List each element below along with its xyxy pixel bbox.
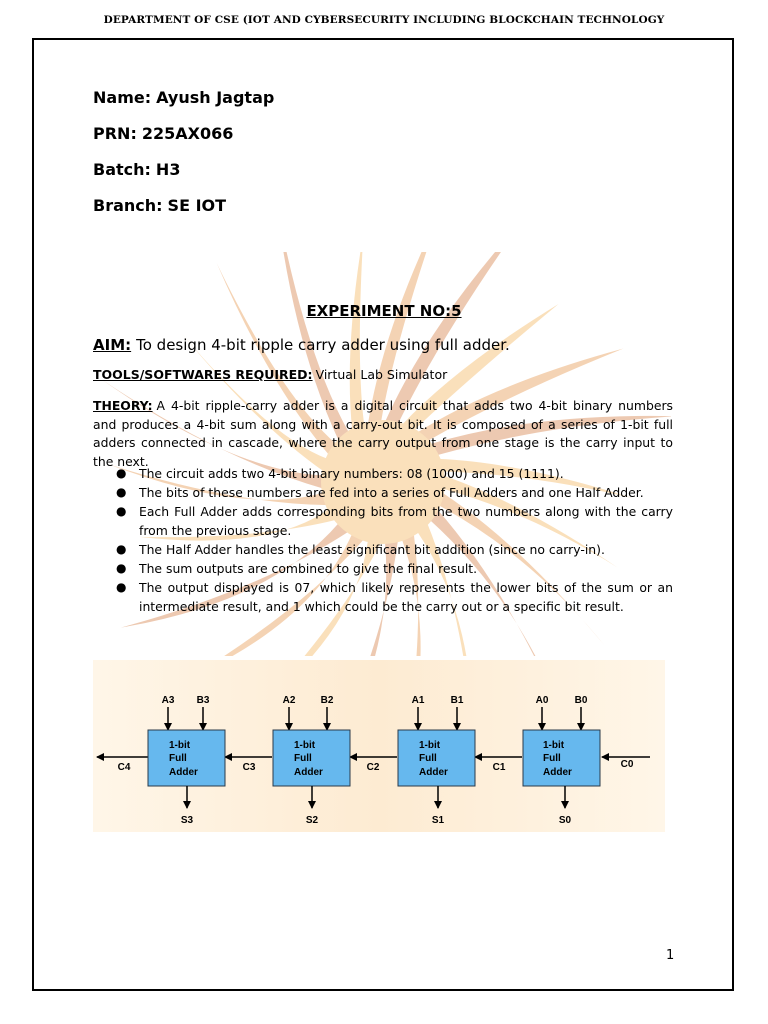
bullet-dot-icon: ● — [116, 561, 127, 575]
batch-label: Batch: — [93, 160, 151, 179]
batch-value: H3 — [155, 160, 181, 179]
bullet-item: ● The output displayed is 07, which likel… — [93, 578, 673, 616]
student-batch: Batch:H3 — [93, 160, 180, 179]
sum-label-s1: S1 — [432, 815, 445, 826]
adder-circuit-svg: C0 C1 C2 C3 C4 A3 B3 1-bit Full Adder S3… — [93, 660, 665, 832]
block-line3: Adder — [169, 767, 198, 778]
carry-label-c3: C3 — [243, 762, 256, 773]
bullet-item: ● Each Full Adder adds corresponding bits… — [93, 502, 673, 540]
input-label-b3: B3 — [197, 695, 210, 706]
bullet-dot-icon: ● — [116, 542, 127, 556]
input-label-a2: A2 — [283, 695, 296, 706]
ripple-carry-adder-diagram: C0 C1 C2 C3 C4 A3 B3 1-bit Full Adder S3… — [93, 660, 665, 832]
theory-label: THEORY: — [93, 398, 153, 413]
block-line1: 1-bit — [294, 740, 316, 751]
bullet-item: ● The sum outputs are combined to give th… — [93, 559, 673, 578]
page-border — [32, 38, 734, 991]
block-line3: Adder — [543, 767, 572, 778]
aim-text: To design 4-bit ripple carry adder using… — [136, 336, 510, 354]
sum-label-s2: S2 — [306, 815, 319, 826]
carry-label-c0: C0 — [621, 759, 634, 770]
bullet-dot-icon: ● — [116, 485, 127, 499]
input-label-a1: A1 — [412, 695, 425, 706]
bullet-text: The circuit adds two 4-bit binary number… — [139, 466, 564, 481]
input-label-b1: B1 — [451, 695, 464, 706]
full-adder-block-2: A2 B2 1-bit Full Adder S2 — [272, 695, 351, 826]
bullet-dot-icon: ● — [116, 580, 127, 594]
bullet-dot-icon: ● — [116, 466, 127, 480]
name-value: Ayush Jagtap — [156, 88, 275, 107]
aim-line: AIM:To design 4-bit ripple carry adder u… — [93, 336, 510, 354]
block-line1: 1-bit — [169, 740, 191, 751]
branch-value: SE IOT — [167, 196, 227, 215]
sum-label-s0: S0 — [559, 815, 572, 826]
bullet-item: ● The Half Adder handles the least signif… — [93, 540, 673, 559]
carry-label-c4: C4 — [118, 762, 131, 773]
tools-line: TOOLS/SOFTWARES REQUIRED:Virtual Lab Sim… — [93, 367, 447, 382]
prn-label: PRN: — [93, 124, 137, 143]
aim-label: AIM: — [93, 336, 132, 354]
full-adder-block-0: A0 B0 1-bit Full Adder S0 — [522, 695, 601, 826]
branch-label: Branch: — [93, 196, 163, 215]
block-line2: Full — [543, 753, 561, 764]
carry-label-c2: C2 — [367, 762, 380, 773]
full-adder-block-3: A3 B3 1-bit Full Adder S3 — [147, 695, 226, 826]
sum-label-s3: S3 — [181, 815, 194, 826]
department-header: DEPARTMENT OF CSE (IOT AND CYBERSECURITY… — [103, 14, 665, 26]
full-adder-box — [397, 729, 476, 787]
theory-bullet-list: ● The circuit adds two 4-bit binary numbe… — [93, 464, 673, 616]
page-number: 1 — [666, 948, 675, 963]
bullet-text: The sum outputs are combined to give the… — [139, 561, 478, 576]
block-line1: 1-bit — [543, 740, 565, 751]
bullet-text: The bits of these numbers are fed into a… — [139, 485, 644, 500]
experiment-title: EXPERIMENT NO:5 — [306, 302, 462, 320]
input-label-b2: B2 — [321, 695, 334, 706]
full-adder-block-1: A1 B1 1-bit Full Adder S1 — [397, 695, 476, 826]
full-adder-box — [272, 729, 351, 787]
bullet-text: The Half Adder handles the least signifi… — [139, 542, 605, 557]
student-name: Name:Ayush Jagtap — [93, 88, 274, 107]
input-label-b0: B0 — [575, 695, 588, 706]
block-line2: Full — [169, 753, 187, 764]
name-label: Name: — [93, 88, 152, 107]
input-label-a3: A3 — [162, 695, 175, 706]
student-branch: Branch:SE IOT — [93, 196, 226, 215]
carry-label-c1: C1 — [493, 762, 506, 773]
bullet-dot-icon: ● — [116, 504, 127, 518]
theory-paragraph: THEORY:A 4-bit ripple-carry adder is a d… — [93, 397, 673, 472]
full-adder-box — [522, 729, 601, 787]
input-label-a0: A0 — [536, 695, 549, 706]
bullet-text: Each Full Adder adds corresponding bits … — [139, 504, 673, 538]
block-line3: Adder — [419, 767, 448, 778]
student-prn: PRN:225AX066 — [93, 124, 233, 143]
bullet-item: ● The circuit adds two 4-bit binary numbe… — [93, 464, 673, 483]
block-line2: Full — [294, 753, 312, 764]
block-line3: Adder — [294, 767, 323, 778]
bullet-text: The output displayed is 07, which likely… — [139, 580, 673, 614]
block-line2: Full — [419, 753, 437, 764]
tools-label: TOOLS/SOFTWARES REQUIRED: — [93, 367, 313, 382]
block-line1: 1-bit — [419, 740, 441, 751]
tools-text: Virtual Lab Simulator — [315, 367, 448, 382]
prn-value: 225AX066 — [141, 124, 234, 143]
theory-text: A 4-bit ripple-carry adder is a digital … — [93, 398, 673, 470]
bullet-item: ● The bits of these numbers are fed into … — [93, 483, 673, 502]
